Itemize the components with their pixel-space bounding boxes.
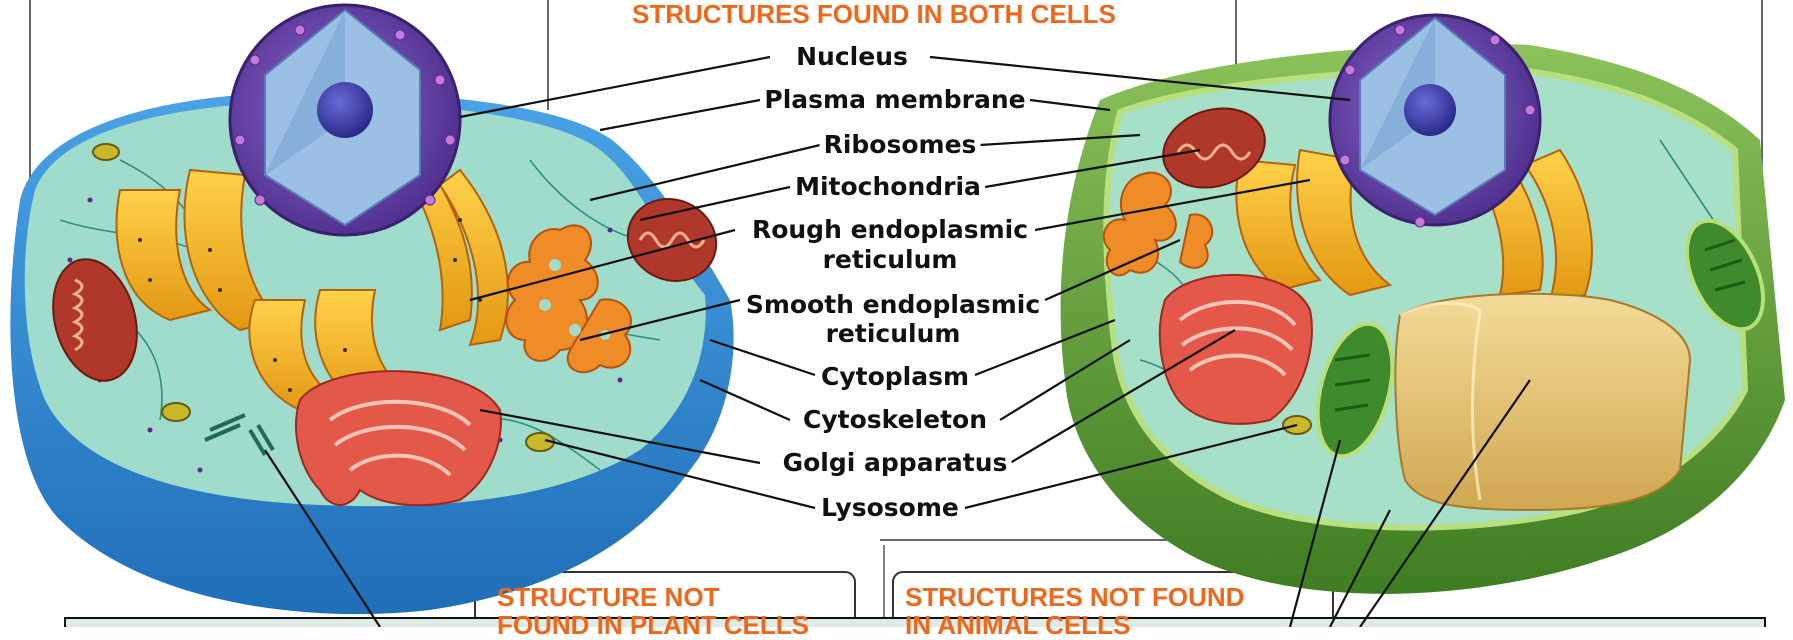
animal-golgi: [296, 371, 501, 505]
heading-not-plant-line1: STRUCTURE NOT: [497, 583, 719, 611]
label-cytoskeleton: Cytoskeleton: [799, 405, 991, 435]
plant-golgi: [1160, 275, 1312, 424]
animal-cell: [10, 5, 733, 614]
heading-both-cells: STRUCTURES FOUND IN BOTH CELLS: [632, 0, 1116, 28]
plant-cell: [1061, 15, 1785, 594]
label-nucleus: Nucleus: [792, 42, 912, 72]
label-mitochondria: Mitochondria: [791, 172, 985, 202]
plant-central-vacuole: [1395, 294, 1690, 510]
heading-not-animal-line1: STRUCTURES NOT FOUND: [905, 583, 1244, 611]
label-rough-er-line1: Rough endoplasmic: [748, 215, 1032, 245]
label-smooth-er-line2: reticulum: [822, 319, 965, 349]
label-plasma-membrane: Plasma membrane: [760, 85, 1029, 115]
label-lysosome: Lysosome: [817, 493, 963, 523]
label-smooth-er-line1: Smooth endoplasmic: [742, 290, 1044, 320]
heading-not-plant-line2: FOUND IN PLANT CELLS: [497, 611, 809, 639]
label-cytoplasm: Cytoplasm: [817, 362, 973, 392]
heading-not-animal-line2: IN ANIMAL CELLS: [905, 611, 1130, 639]
label-ribosomes: Ribosomes: [820, 130, 981, 160]
label-rough-er-line2: reticulum: [819, 245, 962, 275]
label-golgi-apparatus: Golgi apparatus: [779, 448, 1012, 478]
